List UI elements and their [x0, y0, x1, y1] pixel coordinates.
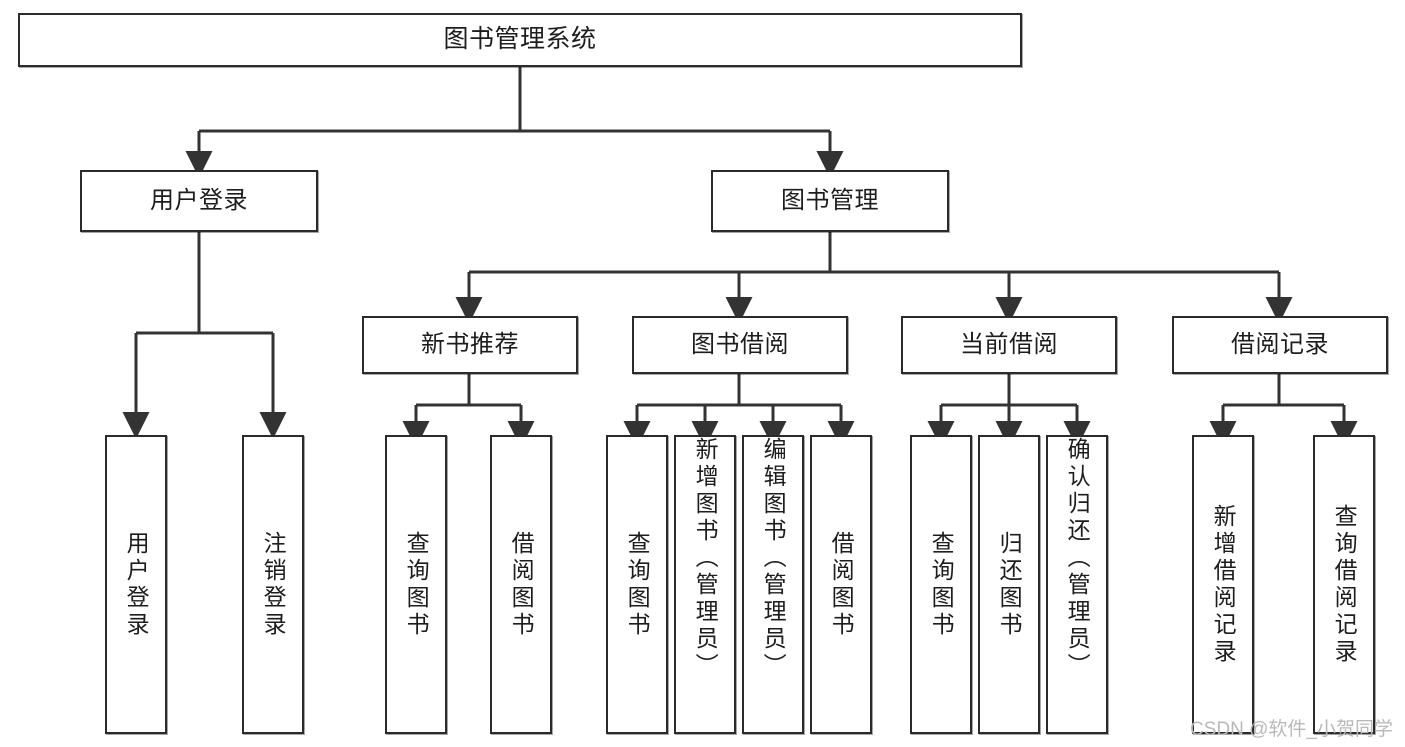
node-leaf-user-login[interactable]: 用户登录 [105, 435, 167, 734]
node-leaf-borrow-book-recommend[interactable]: 借阅图书 [490, 435, 552, 734]
node-book-borrow[interactable]: 图书借阅 [632, 316, 848, 374]
node-label: 确认归还（管理员） [1064, 437, 1091, 680]
node-label: 用户登录 [123, 530, 150, 639]
node-label: 借阅图书 [828, 530, 855, 639]
node-label: 借阅记录 [1231, 330, 1329, 358]
node-root-system[interactable]: 图书管理系统 [18, 13, 1022, 67]
node-label: 新增借阅记录 [1210, 503, 1237, 666]
node-borrow-record[interactable]: 借阅记录 [1172, 316, 1388, 374]
node-label: 查询图书 [403, 530, 430, 639]
node-leaf-logout[interactable]: 注销登录 [242, 435, 304, 734]
node-label: 图书管理系统 [443, 25, 597, 54]
node-new-book-recommend[interactable]: 新书推荐 [362, 316, 578, 374]
node-label: 查询图书 [624, 530, 651, 639]
node-label: 图书管理 [781, 186, 879, 214]
node-leaf-return-book[interactable]: 归还图书 [978, 435, 1040, 734]
node-user-login[interactable]: 用户登录 [80, 170, 318, 232]
node-leaf-query-book-recommend[interactable]: 查询图书 [385, 435, 447, 734]
node-leaf-edit-book[interactable]: 编辑图书（管理员） [742, 435, 804, 734]
node-label: 查询图书 [928, 530, 955, 639]
node-label: 新增图书（管理员） [692, 437, 719, 680]
node-leaf-add-record[interactable]: 新增借阅记录 [1192, 435, 1254, 734]
node-label: 注销登录 [260, 530, 287, 639]
node-leaf-add-book[interactable]: 新增图书（管理员） [674, 435, 736, 734]
node-label: 新书推荐 [421, 330, 519, 358]
node-label: 编辑图书（管理员） [760, 437, 787, 680]
node-current-borrow[interactable]: 当前借阅 [901, 316, 1117, 374]
node-label: 图书借阅 [691, 330, 789, 358]
node-label: 借阅图书 [508, 530, 535, 639]
node-leaf-query-record[interactable]: 查询借阅记录 [1313, 435, 1375, 734]
node-book-management[interactable]: 图书管理 [711, 170, 949, 232]
node-leaf-confirm-return[interactable]: 确认归还（管理员） [1046, 435, 1108, 734]
node-label: 当前借阅 [960, 330, 1058, 358]
node-leaf-query-book-current[interactable]: 查询图书 [910, 435, 972, 734]
node-label: 查询借阅记录 [1331, 503, 1358, 666]
watermark-text: CSDN @软件_小贺同学 [1190, 719, 1393, 740]
node-label: 归还图书 [996, 530, 1023, 639]
node-leaf-borrow-book[interactable]: 借阅图书 [810, 435, 872, 734]
node-leaf-query-book-borrow[interactable]: 查询图书 [606, 435, 668, 734]
node-label: 用户登录 [150, 186, 248, 214]
